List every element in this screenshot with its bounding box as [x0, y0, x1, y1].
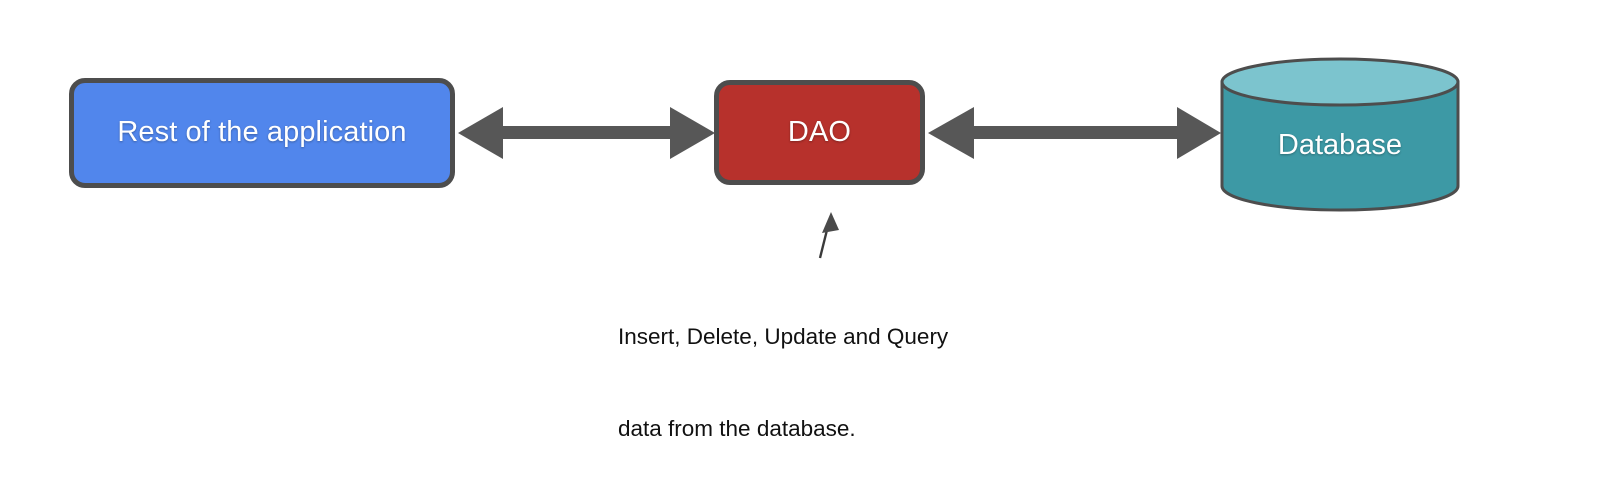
connector-dao-to-database[interactable] — [928, 107, 1221, 159]
diagram-canvas: Rest of the application DAO Database — [69, 57, 1460, 441]
node-dao-label: DAO — [787, 115, 852, 148]
cylinder-shape — [1220, 57, 1460, 212]
cylinder-top — [1220, 57, 1460, 107]
connector-caption-pointer — [818, 212, 839, 259]
cylinder-body — [1220, 80, 1460, 212]
dao-caption-line-1: Insert, Delete, Update and Query — [618, 324, 949, 349]
connector-rest-to-dao[interactable] — [458, 107, 715, 159]
node-database[interactable]: Database — [1220, 57, 1460, 212]
node-database-label: Database — [1277, 128, 1403, 161]
node-rest-of-application-label: Rest of the application — [117, 116, 407, 149]
dao-caption-line-2: data from the database. — [618, 416, 856, 441]
node-database-label-wrap: Database — [1220, 58, 1460, 210]
node-rest-of-application[interactable]: Rest of the application — [69, 78, 455, 188]
dao-caption: Insert, Delete, Update and Query data fr… — [618, 268, 1038, 498]
node-dao[interactable]: DAO — [714, 80, 925, 185]
